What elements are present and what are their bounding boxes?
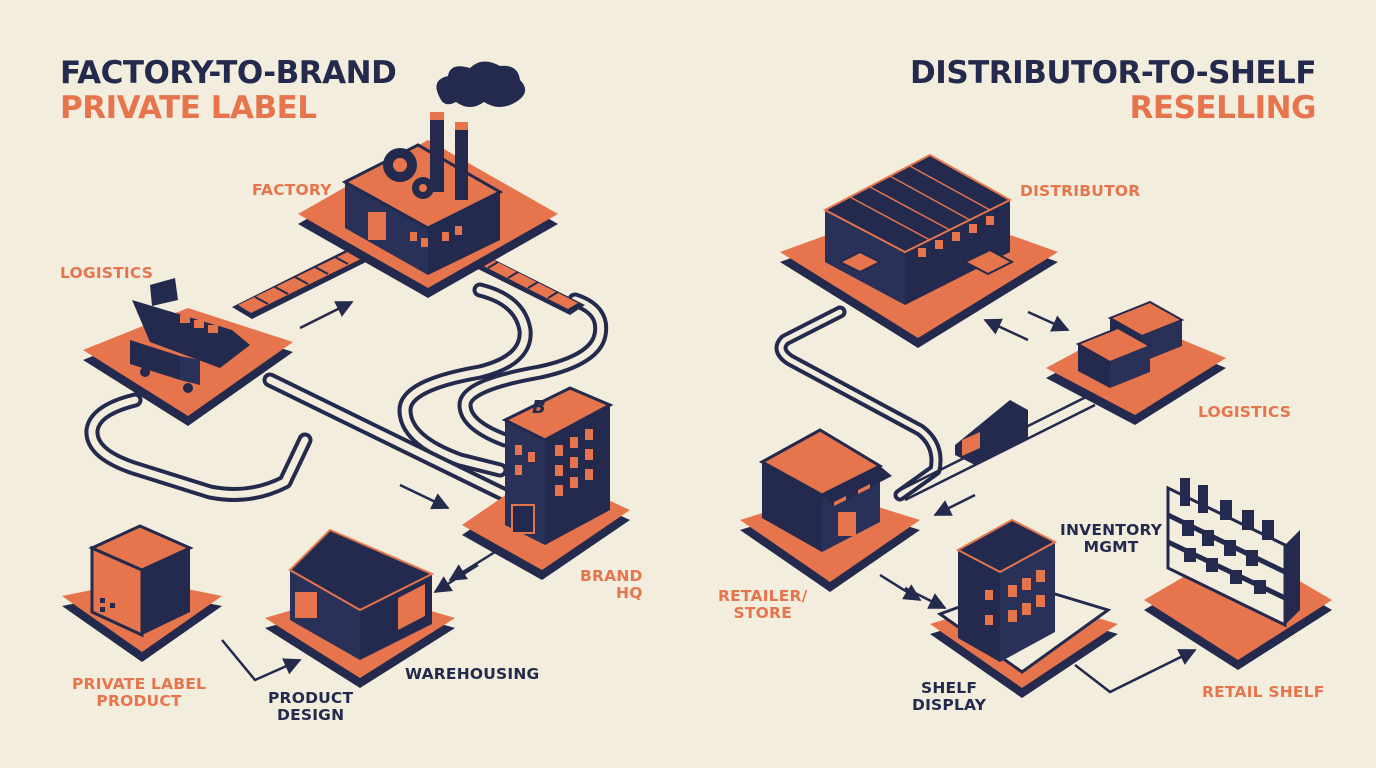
shelf-display-line2: DISPLAY bbox=[912, 696, 987, 715]
factory-label: FACTORY bbox=[252, 181, 332, 199]
retailer-store-label: RETAILER/ STORE bbox=[718, 587, 808, 623]
shelf-display-label: SHELF DISPLAY bbox=[912, 679, 987, 715]
warehousing-label: WAREHOUSING bbox=[405, 665, 540, 683]
product-design-line1: PRODUCT bbox=[268, 689, 354, 707]
warehousing-node bbox=[265, 528, 455, 688]
left-arrows bbox=[221, 300, 496, 682]
brand-hq-line1: BRAND bbox=[580, 567, 643, 585]
distributor-label: DISTRIBUTOR bbox=[1020, 182, 1141, 200]
brand-hq-line2: HQ bbox=[616, 584, 643, 603]
brand-hq-label: BRAND HQ bbox=[580, 567, 643, 603]
logistics-label-left: LOGISTICS bbox=[60, 264, 154, 282]
product-design-label: PRODUCT DESIGN bbox=[268, 689, 354, 725]
inventory-line1: INVENTORY bbox=[1060, 521, 1163, 539]
retail-shelf-node bbox=[1144, 478, 1332, 670]
left-title-line2: PRIVATE LABEL bbox=[60, 90, 317, 126]
shelf-display-line1: SHELF bbox=[920, 679, 978, 697]
private-label-line2: PRODUCT bbox=[96, 692, 182, 711]
brand-hq-node bbox=[462, 386, 630, 580]
product-design-line2: DESIGN bbox=[277, 706, 345, 725]
product-box-logo: B bbox=[152, 585, 169, 610]
private-label-product-label: PRIVATE LABEL PRODUCT bbox=[72, 675, 207, 711]
private-label-node bbox=[62, 524, 222, 662]
right-title-line1: DISTRIBUTOR-TO-SHELF bbox=[910, 55, 1316, 91]
shelf-display-node bbox=[930, 518, 1118, 698]
logistics-node-right bbox=[955, 300, 1226, 465]
brand-hq-logo: B bbox=[532, 397, 546, 418]
retailer-node bbox=[740, 428, 920, 592]
logistics-node-left bbox=[83, 278, 293, 426]
retail-shelf-label: RETAIL SHELF bbox=[1202, 683, 1325, 701]
left-pipes bbox=[84, 282, 609, 503]
factory-node bbox=[298, 61, 558, 298]
retailer-line2: STORE bbox=[733, 604, 792, 623]
logistics-label-right: LOGISTICS bbox=[1198, 403, 1292, 421]
inventory-line2: MGMT bbox=[1083, 538, 1139, 557]
inventory-mgmt-label: INVENTORY MGMT bbox=[1060, 521, 1163, 557]
retailer-line1: RETAILER/ bbox=[718, 587, 808, 605]
right-title-line2: RESELLING bbox=[1129, 90, 1317, 126]
private-label-line1: PRIVATE LABEL bbox=[72, 675, 207, 693]
left-title-line1: FACTORY-TO-BRAND bbox=[60, 55, 397, 91]
right-pipes bbox=[774, 305, 943, 502]
right-arrows bbox=[879, 310, 1197, 694]
distributor-node bbox=[780, 153, 1058, 348]
